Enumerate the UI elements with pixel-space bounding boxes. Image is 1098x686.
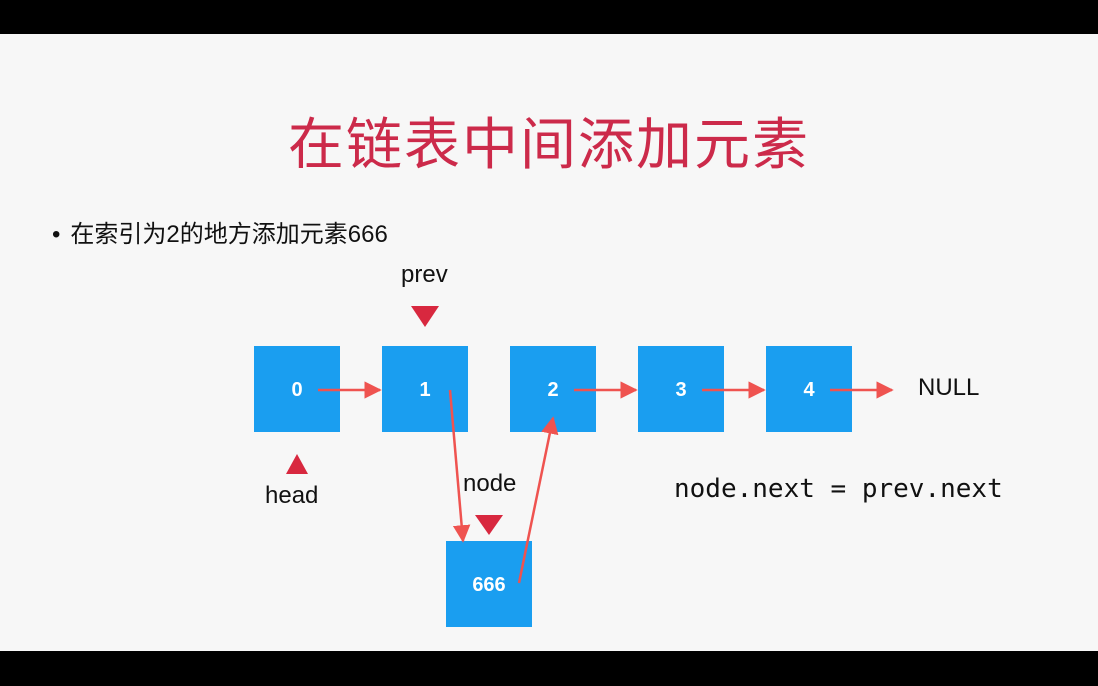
null-label: NULL: [918, 374, 980, 401]
node-label-4: 4: [803, 379, 815, 401]
bullet-item: • 在索引为2的地方添加元素666: [52, 214, 388, 249]
node-label-2: 2: [547, 379, 558, 401]
prev-label: prev: [401, 261, 448, 288]
code-line: node.next = prev.next: [674, 474, 1003, 504]
arrow-1-to-new: [448, 389, 471, 543]
node-pointer-icon: [475, 515, 503, 535]
prev-pointer-icon: [411, 306, 439, 327]
slide-title: 在链表中间添加元素: [288, 113, 810, 176]
node-label-3: 3: [675, 379, 686, 401]
new-node-label: 666: [472, 574, 505, 596]
node-box-1: [382, 346, 468, 432]
arrow-new-to-2: [517, 416, 559, 584]
node-label-1: 1: [419, 379, 430, 401]
slide: 在链表中间添加元素 • 在索引为2的地方添加元素666: [0, 34, 1098, 651]
new-node-box: [446, 541, 532, 627]
bullet-text: 在索引为2的地方添加元素666: [70, 221, 388, 248]
head-label: head: [265, 482, 319, 509]
bullet-dot-icon: •: [52, 221, 61, 248]
head-pointer-icon: [286, 454, 308, 474]
node-label-0: 0: [291, 379, 302, 401]
node-label: node: [463, 470, 517, 497]
